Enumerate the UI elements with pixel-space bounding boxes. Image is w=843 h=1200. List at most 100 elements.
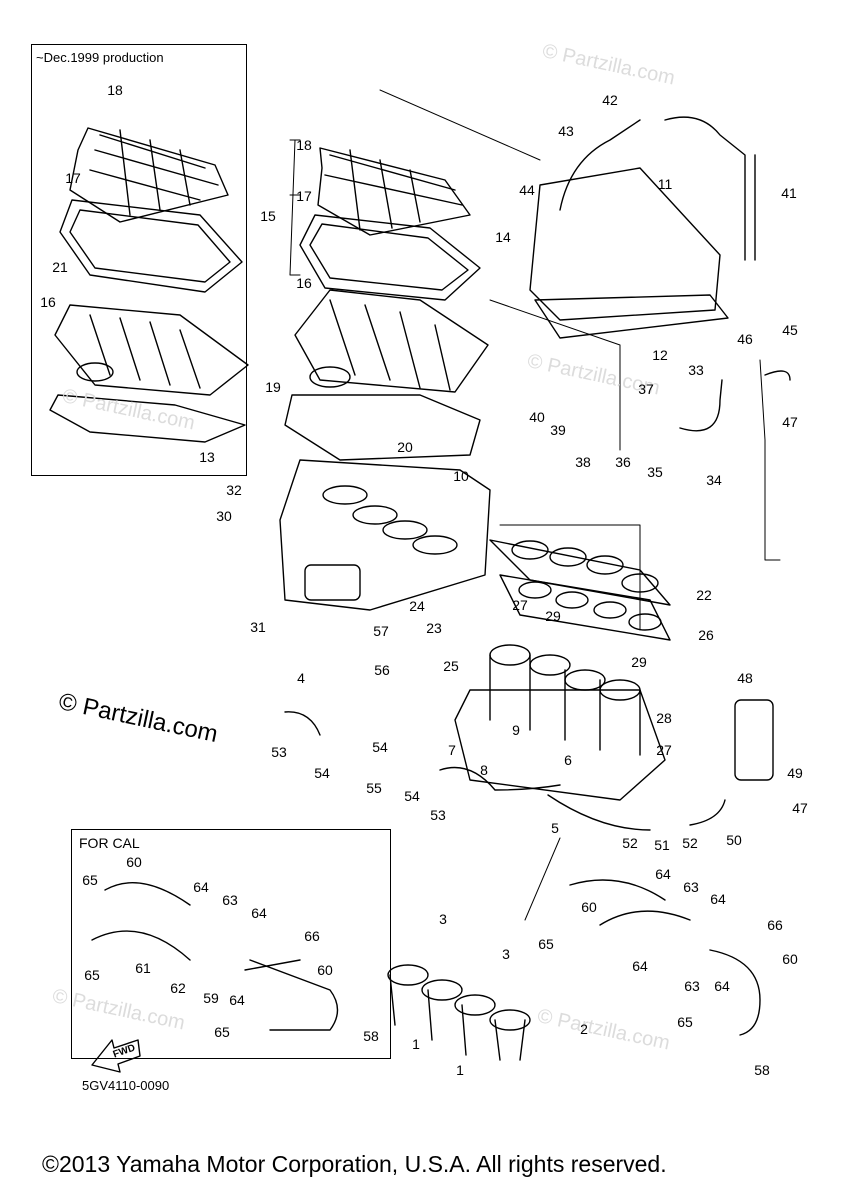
callout-60: 60 [317,962,333,978]
callout-10: 10 [453,468,469,484]
intake-duct [529,167,729,339]
callout-63: 63 [683,879,699,895]
callout-65: 65 [214,1024,230,1040]
callout-1: 1 [412,1036,420,1052]
callout-3: 3 [439,911,447,927]
callout-6: 6 [564,752,572,768]
callout-4: 4 [297,670,305,686]
inset-title: ~Dec.1999 production [36,50,164,65]
inset-cover [59,199,243,293]
callout-25: 25 [443,658,459,674]
callout-38: 38 [575,454,591,470]
callout-11: 11 [657,176,673,192]
inset-element [54,304,249,396]
hose-41 [664,116,746,261]
callout-60: 60 [126,854,142,870]
callout-43: 43 [558,123,574,139]
throttle-body-assembly [454,644,666,801]
callout-27: 27 [512,597,528,613]
callout-39: 39 [550,422,566,438]
callout-65: 65 [677,1014,693,1030]
leader-lines [289,89,781,921]
callout-57: 57 [373,623,389,639]
callout-3: 3 [502,946,510,962]
callout-24: 24 [409,598,425,614]
main-element [294,289,489,393]
hose-50 [689,799,726,826]
inset-frame-cal [71,829,391,1059]
callout-64: 64 [655,866,671,882]
callout-29: 29 [631,654,647,670]
cal-hose-60b [244,959,301,971]
inset-frame-early-production [31,44,247,476]
callout-22: 22 [696,587,712,603]
callout-56: 56 [374,662,390,678]
air-box-case [279,459,491,611]
callout-21: 21 [52,259,68,275]
callout-52: 52 [622,835,638,851]
joints-1 [387,964,531,1061]
cal-hose-58 [249,959,339,1031]
callout-64: 64 [193,879,209,895]
callout-40: 40 [529,409,545,425]
inset-cover-grille [69,127,229,223]
callout-62: 62 [170,980,186,996]
callout-51: 51 [654,837,670,853]
callout-46: 46 [737,331,753,347]
callout-66: 66 [767,917,783,933]
main-cover-grille [317,147,471,236]
main-cover [299,214,481,301]
fwd-arrow [91,1039,141,1073]
callout-63: 63 [222,892,238,908]
gasket-26 [499,574,671,641]
callout-64: 64 [714,978,730,994]
callout-17: 17 [296,188,312,204]
callout-52: 52 [682,835,698,851]
callout-45: 45 [782,322,798,338]
callout-34: 34 [706,472,722,488]
callout-17: 17 [65,170,81,186]
callout-64: 64 [251,905,267,921]
callout-30: 30 [216,508,232,524]
callout-16: 16 [296,275,312,291]
callout-54: 54 [314,765,330,781]
callout-41: 41 [781,185,797,201]
callout-27: 27 [656,742,672,758]
callout-5: 5 [551,820,559,836]
callout-64: 64 [632,958,648,974]
callout-49: 49 [787,765,803,781]
r-hose-60b [599,910,691,926]
hose-45 [764,370,791,381]
callout-2: 2 [580,1021,588,1037]
hose-5 [547,794,651,831]
callout-18: 18 [107,82,123,98]
hose-43 [559,119,641,211]
callout-12: 12 [652,347,668,363]
r-hose-60a [569,879,666,901]
callout-31: 31 [250,619,266,635]
hose-53a [284,711,321,736]
callout-16: 16 [40,294,56,310]
hose-34 [679,379,723,432]
canister-48 [734,699,774,781]
main-gasket [284,394,481,461]
callout-64: 64 [229,992,245,1008]
callout-61: 61 [135,960,151,976]
callout-1: 1 [456,1062,464,1078]
copyright-notice: ©2013 Yamaha Motor Corporation, U.S.A. A… [42,1151,667,1177]
callout-9: 9 [512,722,520,738]
callout-29: 29 [545,608,561,624]
gasket-22 [489,539,671,606]
callout-60: 60 [581,899,597,915]
callout-28: 28 [656,710,672,726]
callout-26: 26 [698,627,714,643]
r-hose-58 [709,949,761,1036]
callout-54: 54 [372,739,388,755]
callout-65: 65 [84,967,100,983]
callout-37: 37 [638,381,654,397]
callout-58: 58 [754,1062,770,1078]
callout-44: 44 [519,182,535,198]
cal-inset-title: FOR CAL [79,835,140,851]
callout-55: 55 [366,780,382,796]
